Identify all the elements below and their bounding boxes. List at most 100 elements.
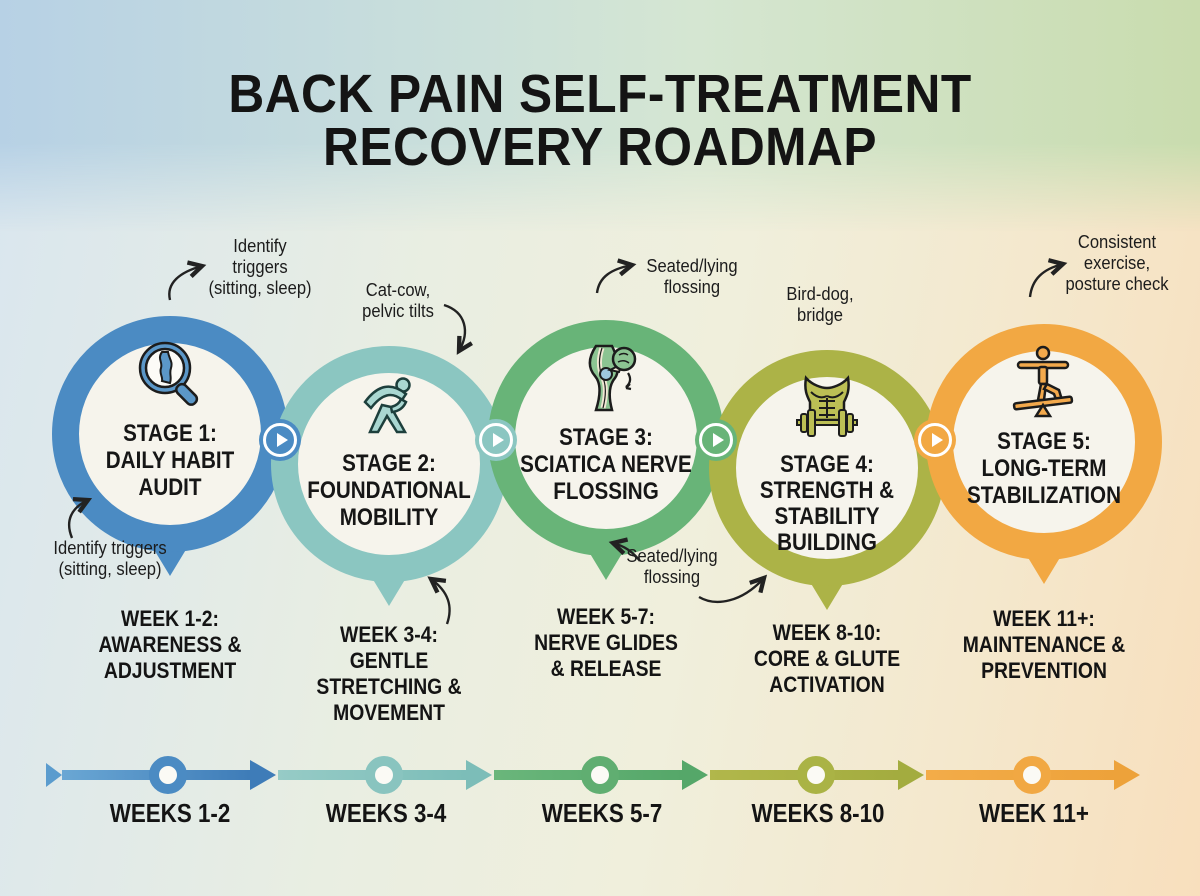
play-icon bbox=[699, 423, 733, 457]
stage-3-label-line: FLOSSING bbox=[553, 478, 659, 505]
curved-arrow-top-stage5 bbox=[1028, 258, 1068, 298]
stage-4-label: STAGE 4: STRENGTH & STABILITY BUILDING bbox=[760, 452, 894, 556]
header-gradient-band bbox=[0, 0, 1200, 232]
play-icon bbox=[479, 423, 513, 457]
annotation-top-stage1: Identify triggers (sitting, sleep) bbox=[208, 236, 311, 299]
annotation-line: triggers bbox=[232, 257, 288, 277]
timeline-label-week-11plus: WEEK 11+ bbox=[979, 798, 1089, 828]
stage-2-label: STAGE 2: FOUNDATIONAL MOBILITY bbox=[307, 450, 471, 531]
timeline-label-weeks-3-4: WEEKS 3-4 bbox=[325, 798, 447, 828]
stage-2-label-line: FOUNDATIONAL bbox=[307, 477, 471, 504]
curved-arrow-top-stage2 bbox=[443, 303, 473, 355]
timeline-arrowhead-3 bbox=[682, 760, 708, 790]
annotation-line: Bird-dog, bbox=[786, 284, 854, 304]
stage-4-label-line: STRENGTH & bbox=[759, 477, 895, 504]
week-label-line: WEEK 3-4: bbox=[340, 622, 438, 647]
curved-arrow-top-stage3 bbox=[595, 258, 637, 294]
connector-arrow-2-3 bbox=[475, 419, 517, 461]
annotation-line: Identify bbox=[233, 236, 287, 256]
timeline-node-2 bbox=[365, 756, 403, 794]
stage-2-week-label: WEEK 3-4: GENTLE STRETCHING & MOVEMENT bbox=[316, 622, 461, 726]
annotation-top-stage5: Consistent exercise, posture check bbox=[1065, 232, 1168, 295]
stage-4-label-line: STABILITY bbox=[774, 503, 880, 530]
stage-5-label-line: STAGE 5: bbox=[997, 428, 1091, 455]
stage-3-label-line: STAGE 3: bbox=[559, 424, 653, 451]
stage-1-week-label: WEEK 1-2: AWARENESS & ADJUSTMENT bbox=[98, 606, 241, 684]
week-label-line: ADJUSTMENT bbox=[103, 658, 237, 683]
annotation-line: bridge bbox=[796, 305, 844, 325]
stage-4-label-line: STAGE 4: bbox=[780, 451, 874, 478]
stage-5-label-line: LONG-TERM bbox=[981, 455, 1107, 482]
week-label-line: AWARENESS & bbox=[98, 632, 242, 657]
timeline-node-1 bbox=[149, 756, 187, 794]
play-icon bbox=[263, 423, 297, 457]
annotation-bottom-stage3: Seated/lying flossing bbox=[626, 546, 717, 588]
timeline-label-weeks-1-2: WEEKS 1-2 bbox=[109, 798, 231, 828]
timeline-arrowhead-2 bbox=[466, 760, 492, 790]
annotation-top-stage2: Cat-cow, pelvic tilts bbox=[362, 280, 434, 322]
timeline-start-chevron bbox=[46, 763, 62, 787]
curved-arrow-week2-tip bbox=[427, 576, 451, 625]
sciatic-nerve-hip-icon bbox=[588, 344, 637, 412]
annotation-line: pelvic tilts bbox=[362, 301, 434, 321]
connector-arrow-4-5 bbox=[914, 419, 956, 461]
annotation-top-stage4: Bird-dog, bridge bbox=[786, 284, 853, 326]
week-label-line: WEEK 5-7: bbox=[557, 604, 655, 629]
stage-3-week-label: WEEK 5-7: NERVE GLIDES & RELEASE bbox=[534, 604, 678, 682]
timeline-arrowhead-4 bbox=[898, 760, 924, 790]
stage-5-label: STAGE 5: LONG-TERM STABILIZATION bbox=[967, 428, 1121, 509]
stage-1-label-line: DAILY HABIT bbox=[105, 447, 235, 474]
stage-2-label-line: MOBILITY bbox=[339, 504, 439, 531]
timeline-arrowhead-5 bbox=[1114, 760, 1140, 790]
annotation-line: flossing bbox=[663, 277, 721, 297]
timeline-node-4 bbox=[797, 756, 835, 794]
side-stretch-person-icon bbox=[363, 377, 411, 434]
week-label-line: GENTLE bbox=[349, 648, 429, 673]
week-label-line: PREVENTION bbox=[981, 658, 1107, 683]
page-title-line1: BACK PAIN SELF-TREATMENT bbox=[228, 64, 972, 124]
week-label-line: WEEK 8-10: bbox=[772, 620, 882, 645]
timeline-node-3 bbox=[581, 756, 619, 794]
stage-1-label: STAGE 1: DAILY HABIT AUDIT bbox=[106, 420, 234, 501]
week-label-line: MAINTENANCE & bbox=[962, 632, 1126, 657]
curved-arrow-bottom-stage1 bbox=[67, 496, 93, 539]
torso-dumbbell-icon bbox=[796, 375, 858, 437]
stage-3-label: STAGE 3: SCIATICA NERVE FLOSSING bbox=[520, 424, 692, 505]
curved-arrow-bottom-stage3-left bbox=[608, 537, 641, 562]
week-label-line: & RELEASE bbox=[550, 656, 662, 681]
connector-arrow-3-4 bbox=[695, 419, 737, 461]
page-title-line2: RECOVERY ROADMAP bbox=[323, 117, 877, 177]
timeline-label-weeks-8-10: WEEKS 8-10 bbox=[751, 798, 885, 828]
annotation-line: (sitting, sleep) bbox=[58, 559, 162, 579]
week-label-line: MOVEMENT bbox=[333, 700, 445, 725]
week-label-line: WEEK 1-2: bbox=[121, 606, 219, 631]
timeline-node-5 bbox=[1013, 756, 1051, 794]
annotation-line: Identify triggers bbox=[53, 538, 167, 558]
stage-1-label-line: STAGE 1: bbox=[123, 420, 217, 447]
week-label-line: WEEK 11+: bbox=[993, 606, 1095, 631]
stage-4-label-line: BUILDING bbox=[777, 529, 877, 556]
week-label-line: ACTIVATION bbox=[769, 672, 885, 697]
annotation-line: Cat-cow, bbox=[365, 280, 431, 300]
annotation-line: Seated/lying bbox=[626, 546, 718, 566]
stage-3-label-line: SCIATICA NERVE bbox=[520, 451, 692, 478]
annotation-top-stage3: Seated/lying flossing bbox=[646, 256, 737, 298]
timeline-arrowhead-1 bbox=[250, 760, 276, 790]
annotation-line: (sitting, sleep) bbox=[208, 278, 312, 298]
stage-5-week-label: WEEK 11+: MAINTENANCE & PREVENTION bbox=[963, 606, 1125, 684]
annotation-line: posture check bbox=[1065, 274, 1169, 294]
annotation-line: flossing bbox=[643, 567, 701, 587]
magnifier-spine-icon bbox=[138, 341, 199, 406]
annotation-line: Consistent bbox=[1077, 232, 1157, 252]
play-icon bbox=[918, 423, 952, 457]
annotation-line: exercise, bbox=[1083, 253, 1151, 273]
curved-arrow-bottom-stage3-right bbox=[698, 574, 768, 604]
balance-board-person-icon bbox=[1012, 345, 1074, 418]
stage-5-label-line: STABILIZATION bbox=[966, 482, 1122, 509]
page-title: BACK PAIN SELF-TREATMENT RECOVERY ROADMA… bbox=[48, 64, 1152, 177]
connector-arrow-1-2 bbox=[259, 419, 301, 461]
stage-4-week-label: WEEK 8-10: CORE & GLUTE ACTIVATION bbox=[754, 620, 900, 698]
annotation-bottom-stage1: Identify triggers (sitting, sleep) bbox=[53, 538, 166, 580]
week-label-line: STRETCHING & bbox=[316, 674, 462, 699]
